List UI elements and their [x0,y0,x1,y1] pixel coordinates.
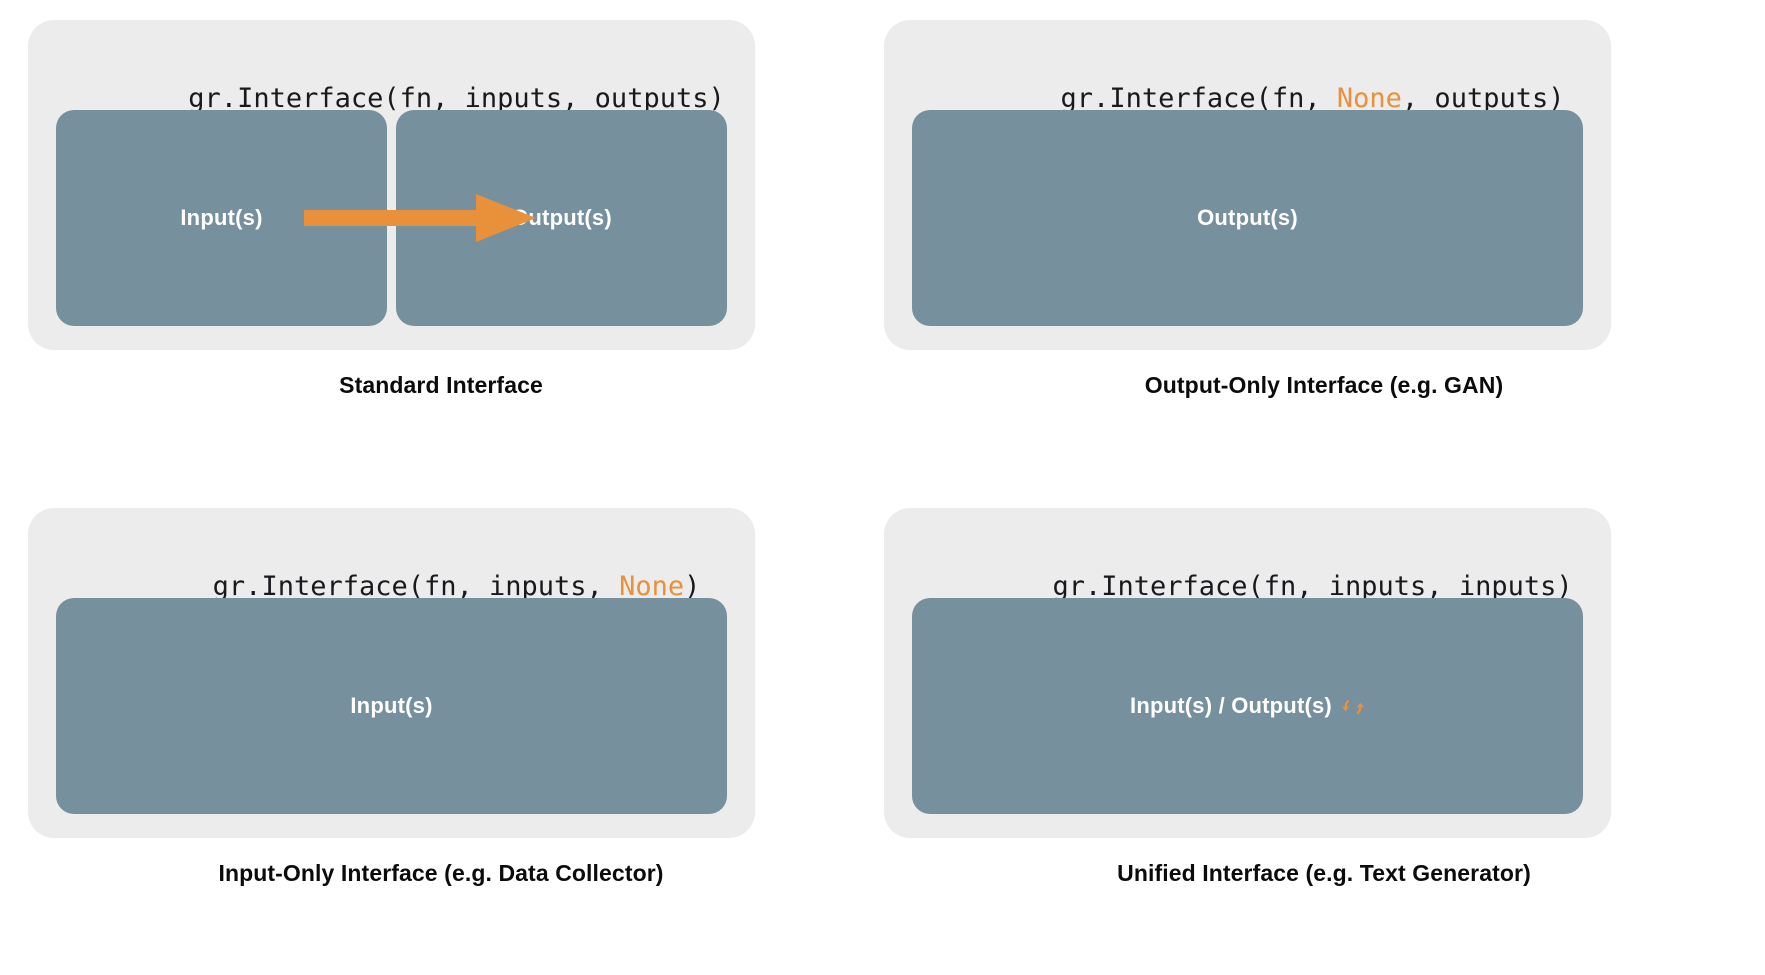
input-box-label: Input(s) [180,205,263,230]
io-box-row: Input(s) Output(s) [56,110,727,326]
io-box-row: Output(s) [912,110,1583,326]
panel-caption: Standard Interface [339,372,543,398]
code-part-a: gr.Interface(fn, [1060,83,1337,114]
code-signature: gr.Interface(fn, inputs, outputs) [28,52,755,145]
output-box-label: Output(s) [511,205,612,230]
code-signature: gr.Interface(fn, inputs, None) [28,540,755,633]
panel-unified-interface: gr.Interface(fn, inputs, inputs) Input(s… [883,488,1765,975]
refresh-loop-glyph [1341,699,1365,715]
panel-card: gr.Interface(fn, None, outputs) Output(s… [884,20,1611,350]
code-part-b: , outputs) [1401,83,1565,114]
panel-caption: Input-Only Interface (e.g. Data Collecto… [218,860,664,886]
panel-standard-interface: gr.Interface(fn, inputs, outputs) Input(… [0,0,882,487]
output-box: Output(s) [396,110,727,326]
code-highlight-token: None [1336,83,1402,114]
panel-caption: Unified Interface (e.g. Text Generator) [1117,860,1531,886]
panel-card: gr.Interface(fn, inputs, None) Input(s) [28,508,755,838]
input-output-box: Input(s) / Output(s) [912,598,1583,814]
refresh-loop-icon [1341,695,1365,719]
code-part-a: gr.Interface(fn, inputs, inputs) [1052,571,1573,602]
input-box: Input(s) [56,598,727,814]
code-part-a: gr.Interface(fn, inputs, [212,571,620,602]
code-highlight-token: None [619,571,685,602]
code-signature: gr.Interface(fn, inputs, inputs) [884,540,1611,633]
input-box-label: Input(s) [350,693,433,718]
output-box: Output(s) [912,110,1583,326]
input-output-box-label-wrap: Input(s) / Output(s) [1130,693,1365,719]
code-part-b: ) [684,571,701,602]
input-box: Input(s) [56,110,387,326]
panel-input-only-interface: gr.Interface(fn, inputs, None) Input(s) … [0,488,882,975]
panel-card: gr.Interface(fn, inputs, outputs) Input(… [28,20,755,350]
input-output-box-label: Input(s) / Output(s) [1130,693,1332,718]
panel-output-only-interface: gr.Interface(fn, None, outputs) Output(s… [883,0,1765,487]
panel-caption: Output-Only Interface (e.g. GAN) [1144,372,1504,398]
code-part-a: gr.Interface(fn, inputs, outputs) [188,83,725,114]
panel-card: gr.Interface(fn, inputs, inputs) Input(s… [884,508,1611,838]
io-box-row: Input(s) [56,598,727,814]
output-box-label: Output(s) [1197,205,1298,230]
io-box-row: Input(s) / Output(s) [912,598,1583,814]
code-signature: gr.Interface(fn, None, outputs) [884,52,1611,145]
